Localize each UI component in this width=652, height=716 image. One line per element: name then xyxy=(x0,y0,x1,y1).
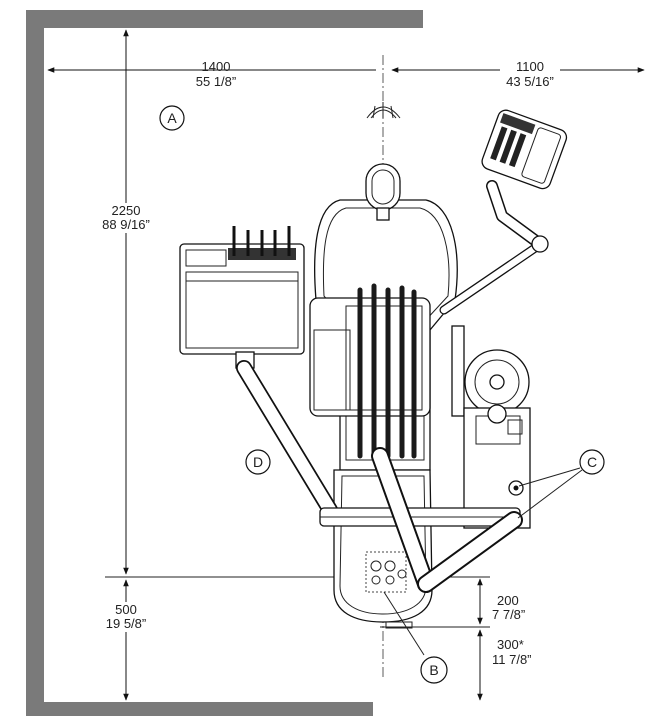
assistant-instrument-holder xyxy=(481,109,568,253)
base-offset-in: 7 7/8” xyxy=(492,607,525,622)
floor-clearance-mm: 300* xyxy=(497,637,524,652)
operator-stool-arc xyxy=(366,102,401,119)
assistant-module xyxy=(439,241,543,529)
center-instrument-bridge xyxy=(309,283,431,459)
callout-leaders xyxy=(383,467,583,656)
front-depth-mm: 500 xyxy=(115,602,137,617)
total-depth-mm: 2250 xyxy=(112,203,141,218)
callout-c-label: C xyxy=(587,454,597,470)
callout-c: C xyxy=(579,449,605,475)
callout-a: A xyxy=(159,105,185,131)
callout-d: D xyxy=(245,449,271,475)
right-width-mm: 1100 xyxy=(516,59,544,74)
base-offset-mm: 200 xyxy=(497,593,519,608)
label-mask xyxy=(500,62,560,88)
chair-backrest-inner xyxy=(322,207,450,461)
rear-wall xyxy=(26,10,423,28)
front-wall xyxy=(26,702,373,716)
callout-b-label: B xyxy=(429,662,438,678)
floor-clearance-in: 11 7/8” xyxy=(492,652,532,667)
callout-b: B xyxy=(420,656,448,684)
floor-box xyxy=(365,551,407,593)
label-mask xyxy=(98,602,156,632)
callout-a-label: A xyxy=(167,110,177,126)
left-width-in: 55 1/8” xyxy=(196,74,236,89)
total-depth-in: 88 9/16” xyxy=(102,217,150,232)
side-wall xyxy=(26,10,44,707)
front-depth-in: 19 5/8” xyxy=(106,616,146,631)
depth-dimensions: 2250 88 9/16” 500 19 5/8” 200 7 7/8” 300… xyxy=(94,29,532,701)
callout-d-label: D xyxy=(253,454,263,470)
assistant-tray xyxy=(481,109,568,190)
room-walls xyxy=(26,10,423,716)
assistant-column xyxy=(451,325,465,417)
doctor-unit xyxy=(179,226,338,518)
support-arms xyxy=(319,447,523,593)
width-dimensions: 1400 55 1/8” 1100 43 5/16” xyxy=(47,59,645,89)
label-mask xyxy=(94,203,160,233)
chair-headrest xyxy=(365,163,401,211)
doctor-tray-instruments xyxy=(232,226,291,256)
left-width-mm: 1400 xyxy=(202,59,231,74)
right-width-in: 43 5/16” xyxy=(506,74,554,89)
